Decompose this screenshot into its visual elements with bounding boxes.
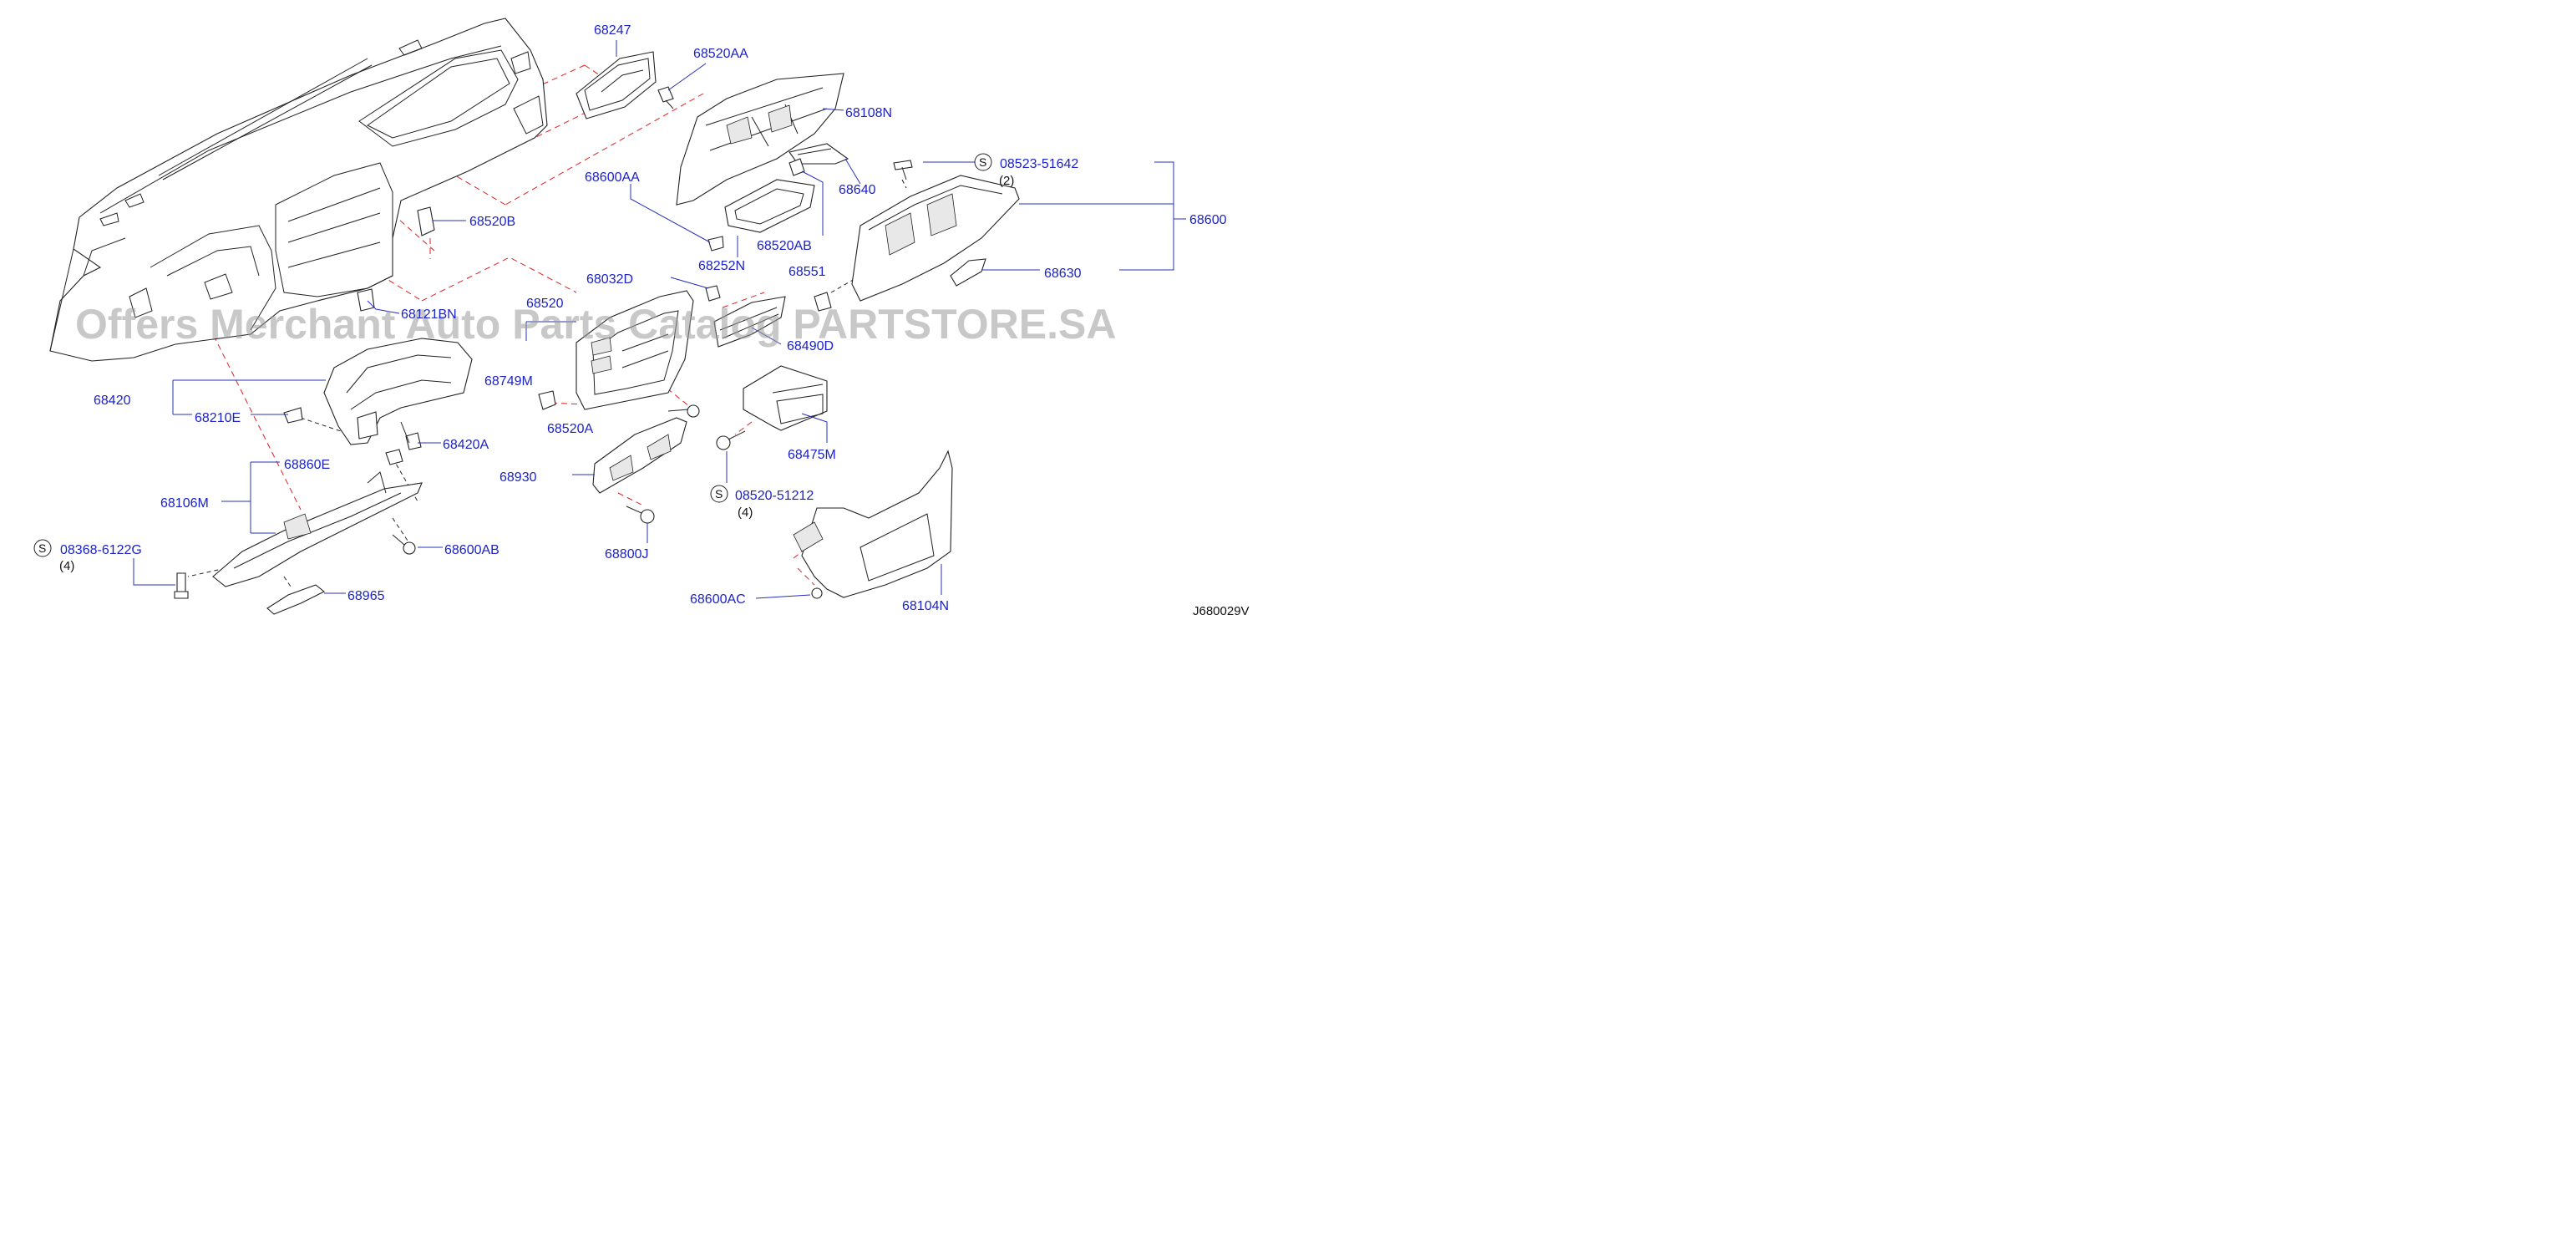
part-68490D-drawing <box>713 296 786 348</box>
part-68420A-drawing <box>400 421 422 450</box>
part-label-68520AB[interactable]: 68520AB <box>757 239 812 253</box>
part-label-68420[interactable]: 68420 <box>94 394 131 408</box>
part-label-68930[interactable]: 68930 <box>499 470 537 485</box>
part-68104N-drawing <box>793 450 953 598</box>
part-68475M-drawing <box>743 365 828 431</box>
part-label-68551[interactable]: 68551 <box>789 265 826 279</box>
part-08368-6122G-drawing <box>174 572 189 599</box>
part-label-68210E[interactable]: 68210E <box>195 411 241 425</box>
part-label-68640[interactable]: 68640 <box>839 183 876 197</box>
part-68520-drawing <box>576 290 694 410</box>
part-68210E-drawing <box>283 407 303 424</box>
instrument-panel-assembly <box>49 18 548 362</box>
standard-part-08520-51212[interactable]: S 08520-51212 (4) <box>710 485 814 520</box>
part-label-68252N[interactable]: 68252N <box>698 259 745 273</box>
part-label-68104N[interactable]: 68104N <box>902 599 949 613</box>
part-68930-drawing <box>592 417 687 494</box>
part-68108N-drawing <box>676 73 844 206</box>
part-68860E-drawing <box>385 449 403 465</box>
part-68247-drawing <box>576 51 657 119</box>
part-labels: 68247 68520AA 68108N 68640 68600AA 68520… <box>94 23 1227 613</box>
standard-part-quantity: (2) <box>999 174 1014 188</box>
part-68630-drawing <box>950 258 986 287</box>
part-label-68860E[interactable]: 68860E <box>284 458 330 472</box>
part-label-68965[interactable]: 68965 <box>347 589 385 603</box>
part-68965-drawing <box>266 584 326 615</box>
part-label-68749M[interactable]: 68749M <box>484 374 533 389</box>
part-08523-51642-drawing <box>893 160 913 180</box>
part-68520AB-drawing <box>724 158 815 233</box>
part-label-68600AB[interactable]: 68600AB <box>444 543 499 557</box>
part-68600AB-drawing <box>392 534 416 555</box>
part-68420-drawing <box>323 338 473 445</box>
part-label-68520AA[interactable]: 68520AA <box>693 47 748 61</box>
part-68551-drawing <box>814 292 832 312</box>
part-label-68600AC[interactable]: 68600AC <box>690 592 746 607</box>
part-label-68520[interactable]: 68520 <box>526 297 564 311</box>
part-label-68247[interactable]: 68247 <box>594 23 631 38</box>
part-68520B-drawing <box>417 206 435 236</box>
standard-part-quantity: (4) <box>738 506 753 520</box>
standard-part-quantity: (4) <box>59 559 74 573</box>
part-label-68106M[interactable]: 68106M <box>160 496 209 511</box>
standard-part-symbol: S <box>715 487 723 501</box>
diagram-code: J680029V <box>1193 604 1250 618</box>
part-68520AA-drawing <box>657 86 674 109</box>
standard-part-symbol: S <box>38 541 46 555</box>
standard-part-08368-6122G[interactable]: S 08368-6122G (4) <box>33 539 142 573</box>
part-label-68600[interactable]: 68600 <box>1189 213 1227 227</box>
part-68252N-drawing <box>707 236 724 252</box>
part-label-68475M[interactable]: 68475M <box>788 448 836 462</box>
standard-part-code: 08523-51642 <box>1000 157 1078 171</box>
standard-part-symbol: S <box>979 155 986 169</box>
watermark-text: Offers Merchant Auto Parts Catalog PARTS… <box>75 301 1116 348</box>
part-label-68032D[interactable]: 68032D <box>586 272 633 287</box>
standard-part-code: 08368-6122G <box>60 543 142 557</box>
part-label-68490D[interactable]: 68490D <box>787 339 834 353</box>
part-label-68630[interactable]: 68630 <box>1044 267 1082 281</box>
part-label-68800J[interactable]: 68800J <box>605 547 649 562</box>
part-08520-51212-drawing <box>716 430 746 450</box>
leader-lines <box>133 40 1186 599</box>
part-label-68600AA[interactable]: 68600AA <box>585 170 640 185</box>
standard-part-code: 08520-51212 <box>735 489 814 503</box>
part-68749M-drawing <box>538 390 556 410</box>
part-68800J-drawing <box>626 506 655 524</box>
part-68032D-drawing <box>705 285 721 302</box>
part-68600-drawing <box>851 175 1020 302</box>
parts-diagram: Offers Merchant Auto Parts Catalog PARTS… <box>33 18 1250 618</box>
part-label-68520A[interactable]: 68520A <box>547 422 593 436</box>
part-label-68520B[interactable]: 68520B <box>469 215 515 229</box>
part-68106M-drawing <box>212 471 423 587</box>
part-68600AC-drawing <box>811 587 823 599</box>
standard-part-08523-51642[interactable]: S 08523-51642 (2) <box>974 153 1078 188</box>
part-label-68121BN[interactable]: 68121BN <box>401 307 457 322</box>
part-label-68420A[interactable]: 68420A <box>443 438 489 452</box>
part-68520A-drawing <box>667 404 700 418</box>
part-label-68108N[interactable]: 68108N <box>845 106 892 120</box>
